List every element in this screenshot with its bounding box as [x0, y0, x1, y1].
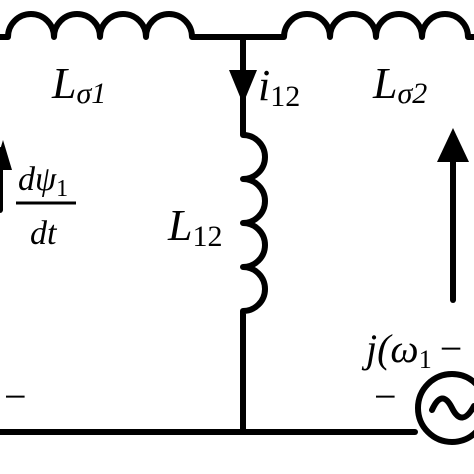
arrow-left-head [0, 140, 12, 170]
minus-left: − [4, 374, 27, 419]
label-l-sigma2-sub: σ2 [397, 77, 427, 110]
voltage-source-circle [415, 371, 474, 445]
label-l12-sub: 12 [192, 220, 222, 253]
label-jw-minus: − [440, 326, 463, 371]
label-dt: dt [30, 215, 58, 252]
label-jw-sub: 1 [419, 345, 432, 374]
label-l-sigma2: L [372, 59, 397, 108]
svg-text:dψ1: dψ1 [18, 161, 68, 202]
current-arrow-head [229, 70, 257, 104]
label-i12-sub: 12 [270, 80, 300, 113]
inductor-l12 [240, 34, 268, 435]
inductor-l-sigma2 [240, 11, 474, 40]
arrow-right-head [437, 128, 469, 162]
svg-text:Lσ1: Lσ1 [51, 59, 106, 110]
svg-text:L12: L12 [167, 201, 222, 253]
label-l-sigma1: L [51, 59, 76, 108]
inductor-l-sigma1 [0, 11, 246, 40]
minus-right: − [374, 374, 397, 419]
svg-text:j(ω1−: j(ω1− [361, 326, 462, 374]
label-dpsi-sub: 1 [56, 176, 68, 202]
label-dpsi: dψ [18, 161, 57, 198]
label-l12: L [167, 201, 192, 250]
svg-text:Lσ2: Lσ2 [372, 59, 427, 110]
label-jw: j(ω [361, 326, 419, 371]
voltage-source-sine [429, 395, 474, 421]
label-l-sigma1-sub: σ1 [76, 77, 106, 110]
label-i12: i [258, 61, 270, 110]
svg-text:i12: i12 [258, 61, 300, 113]
